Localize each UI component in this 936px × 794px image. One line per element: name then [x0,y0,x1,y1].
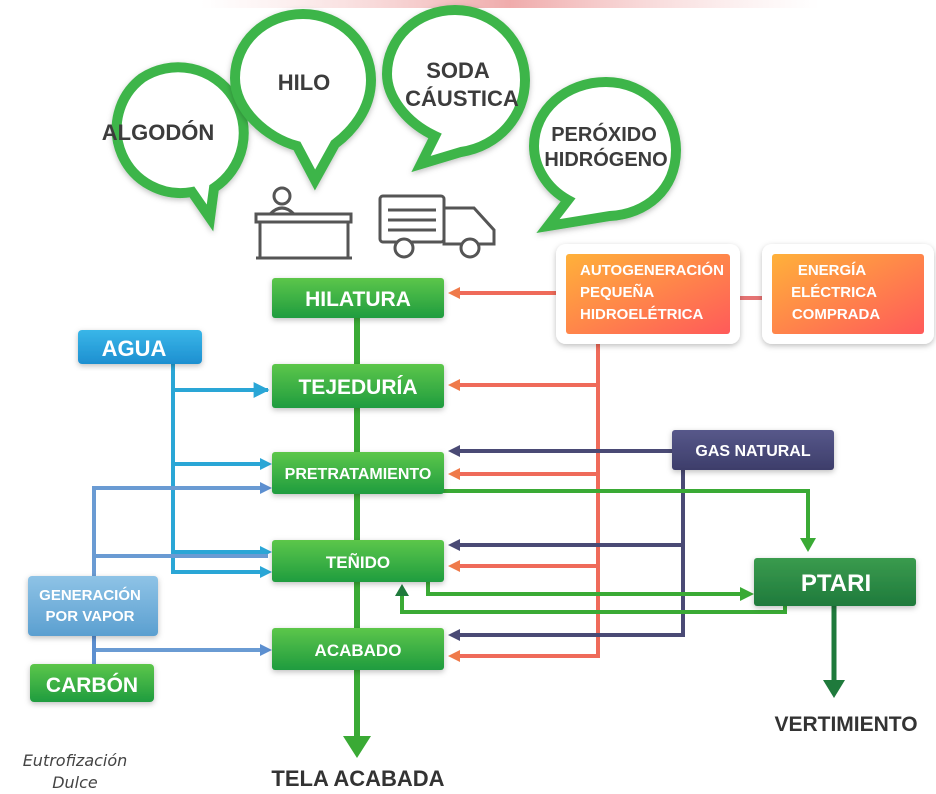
hilo-label: HILO [278,70,331,95]
vapor-label-1: GENERACIÓN [39,586,141,604]
energia-comprada-box: ENERGÍA ELÉCTRICA COMPRADA [762,244,934,344]
gas-natural-box: GAS NATURAL [672,430,834,470]
input-pin-soda: SODA CÁUSTICA [381,4,531,173]
agua-box: AGUA [78,330,202,364]
water-arrowheads [260,458,272,578]
peroxido-label-1: PERÓXIDO [551,122,657,146]
autogeneracion-label-3: HIDROELÉTRICA [580,306,704,323]
agua-label: AGUA [102,336,167,361]
autogeneracion-label-2: PEQUEÑA [580,283,654,301]
input-pin-peroxido: PERÓXIDO HIDRÓGENO [528,76,682,233]
autogeneracion-label-1: AUTOGENERACIÓN [580,261,724,279]
ptari-label: PTARI [801,570,871,597]
tela-acabada-label: TELA ACABADA [271,766,444,790]
top-decoration [200,0,820,8]
tejeduria-label: TEJEDURÍA [298,376,417,399]
input-pin-algodon: ALGODÓN [102,62,249,232]
pretratamiento-label: PRETRATAMIENTO [285,466,432,483]
energia-label-2: ELÉCTRICA [791,284,877,301]
vapor-label-2: POR VAPOR [46,608,135,625]
acabado-label: ACABADO [315,641,402,660]
electric-arrowheads [448,287,460,662]
energia-label-3: COMPRADA [792,306,880,323]
hilatura-label: HILATURA [305,288,411,311]
process-hilatura: HILATURA [272,278,444,318]
wastewater-lines [400,489,837,682]
gas-lines [452,449,685,637]
steam-arrowheads [260,482,272,656]
caption-line-1: Eutrofización [22,751,128,770]
peroxido-label-2: HIDRÓGENO [544,147,667,171]
caption-line-2: Dulce [52,773,98,792]
autogeneracion-box: AUTOGENERACIÓN PEQUEÑA HIDROELÉTRICA [556,244,740,344]
algodon-label: ALGODÓN [102,120,214,145]
energia-label-1: ENERGÍA [798,262,867,279]
generacion-vapor-box: GENERACIÓN POR VAPOR [28,576,158,636]
carbon-label: CARBÓN [46,673,138,697]
steam-lines [92,486,268,652]
tenido-label: TEÑIDO [326,552,390,572]
gas-label: GAS NATURAL [695,443,810,460]
caption: Eutrofización Dulce [0,750,150,794]
input-pin-hilo: HILO [229,8,377,191]
water-lines [171,362,270,574]
process-pretratamiento: PRETRATAMIENTO [272,452,444,494]
worker-desk-icon [254,186,353,260]
wastewater-arrowheads [395,538,845,698]
soda-label-1: SODA [426,58,490,83]
process-acabado: ACABADO [272,628,444,670]
process-tejeduria: TEJEDURÍA [272,364,444,408]
main-flow-arrowhead [343,736,371,758]
ptari-box: PTARI [754,558,916,606]
gas-arrowheads [448,445,460,641]
soda-label-2: CÁUSTICA [405,86,519,111]
vertimiento-label: VERTIMIENTO [774,713,917,736]
electric-lines [452,291,768,658]
carbon-box: CARBÓN [30,664,154,702]
truck-icon [378,194,496,259]
process-tenido: TEÑIDO [272,540,444,582]
